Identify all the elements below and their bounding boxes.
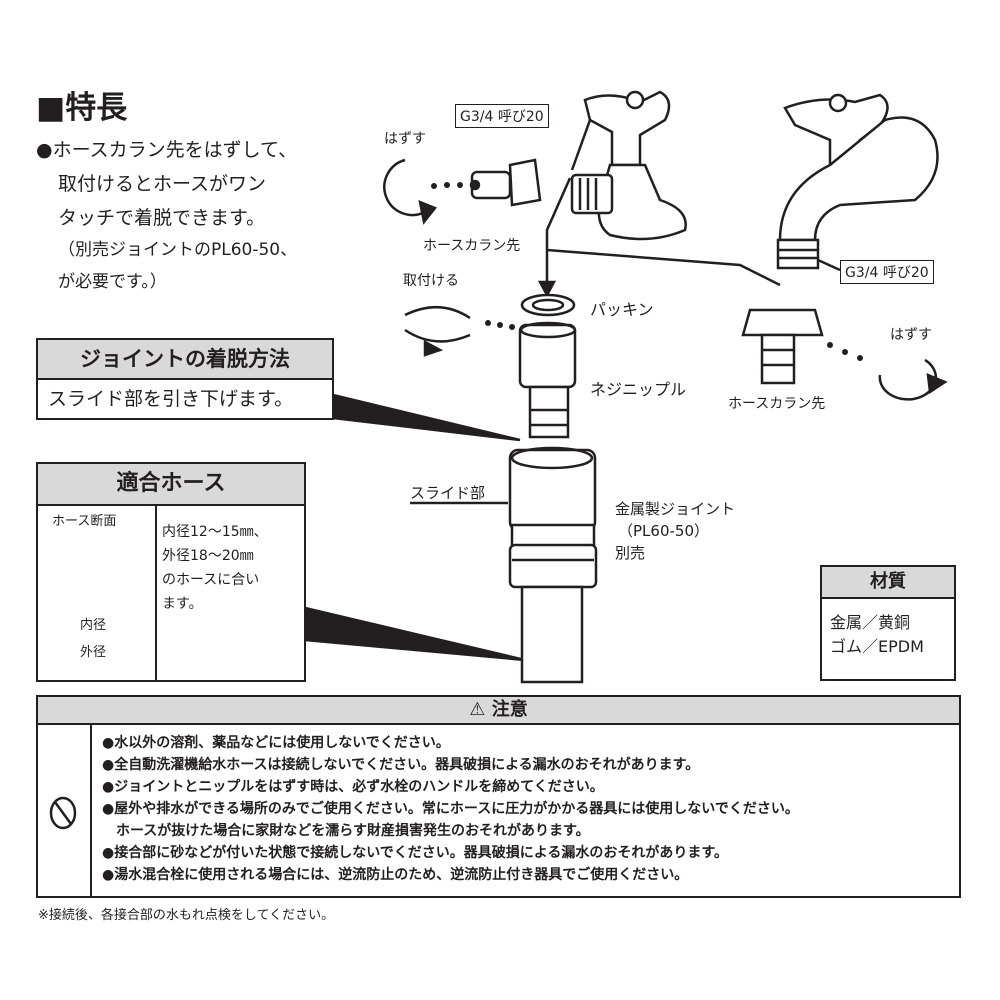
label-hose-tip: ホースカラン先	[423, 238, 521, 254]
hose-pointer	[303, 606, 526, 662]
feature-note: （別売ジョイントのPL60-50、	[58, 240, 298, 260]
rotate-arrow-right	[878, 358, 938, 401]
page-title: ■特長	[36, 90, 128, 126]
material-box: 材質 金属／黄銅 ゴム／EPDM	[820, 565, 956, 681]
label-attach: 取付ける	[403, 273, 459, 289]
hose-spec: 内径12～15㎜、 外径18～20㎜ のホースに合い ます。	[162, 520, 268, 616]
caution-item: ホースが抜けた場合に家財などを濡らす財産損害発生のおそれがあります。	[102, 823, 590, 839]
hose-spec-line: 外径18～20㎜	[162, 548, 254, 564]
screw-nipple	[518, 321, 577, 439]
caution-box: ⚠ 注意 ●水以外の溶剤、薬品などには使用しないでください。 ●全自動洗濯機給水…	[36, 695, 961, 898]
hose-spec-line: ます。	[162, 596, 203, 612]
label-thread-size: G3/4 呼び20	[840, 260, 934, 284]
label-remove: はずす	[384, 131, 426, 147]
caution-item: ●屋外や排水ができる場所のみでご使用ください。常にホースに圧力がかかる器具には使…	[102, 801, 799, 817]
label-packing: パッキン	[590, 300, 654, 319]
feature-text: 取付けるとホースがワン	[58, 173, 267, 195]
caution-item: ●ジョイントとニップルをはずす時は、必ず水栓のハンドルを締めてください。	[102, 779, 604, 795]
outer-diameter-label: 外径	[80, 645, 107, 660]
caution-item: ●全自動洗濯機給水ホースは接続しないでください。器具破損による漏水のおそれがあり…	[102, 757, 700, 773]
inner-diameter-label: 内径	[80, 618, 107, 633]
hose-spec-line: のホースに合い	[162, 572, 260, 588]
hose-header: 適合ホース	[38, 464, 304, 506]
howto-header: ジョイントの着脱方法	[38, 340, 332, 380]
faucet-right	[776, 93, 939, 270]
faucet-left	[570, 90, 687, 241]
material-rubber: ゴム／EPDM	[830, 637, 924, 656]
rotate-arrow-left	[383, 158, 426, 217]
material-header: 材質	[822, 567, 954, 599]
label-thread-size: G3/4 呼び20	[455, 104, 549, 128]
feature-text: タッチで着脱できます。	[58, 207, 266, 229]
warning-icon: ⚠	[469, 699, 486, 720]
metal-joint	[508, 446, 598, 684]
label-remove: はずす	[890, 327, 932, 343]
howto-box: ジョイントの着脱方法 スライド部を引き下げます。	[36, 338, 334, 420]
hose-tip-left	[469, 158, 542, 207]
footnote: ※接続後、各接合部の水もれ点検をしてください。	[38, 908, 335, 923]
label-joint: 金属製ジョイント	[615, 500, 736, 518]
hose-section-label: ホース断面	[52, 514, 117, 529]
howto-pointer	[331, 393, 521, 442]
packing	[520, 293, 576, 317]
label-slide: スライド部	[410, 484, 486, 502]
prohibited-icon	[49, 796, 77, 830]
caution-item: ●湯水混合栓に使用される場合には、逆流防止のため、逆流防止付き器具でご使用くださ…	[102, 867, 689, 883]
caution-header: 注意	[491, 699, 528, 720]
hose-spec-line: 内径12～15㎜、	[162, 524, 268, 540]
hose-box: 適合ホース ホース断面 内径 外径 内径12～15㎜、 外径18～20㎜ のホー…	[36, 462, 306, 682]
label-joint-model: （PL60-50）	[618, 522, 709, 540]
feature-text: ●ホースカラン先をはずして、	[36, 139, 298, 161]
caution-item: ●水以外の溶剤、薬品などには使用しないでください。	[102, 735, 450, 751]
hose-tip-right	[741, 308, 824, 385]
label-hose-tip: ホースカラン先	[728, 396, 826, 412]
label-sold-separately: 別売	[615, 544, 646, 562]
caution-item: ●接合部に砂などが付いた状態で接続しないでください。器具破損による漏水のおそれが…	[102, 845, 728, 861]
feature-note: が必要です。）	[58, 272, 167, 292]
label-nipple: ネジニップル	[590, 380, 687, 399]
material-metal: 金属／黄銅	[830, 613, 911, 632]
howto-text: スライド部を引き下げます。	[48, 388, 294, 410]
